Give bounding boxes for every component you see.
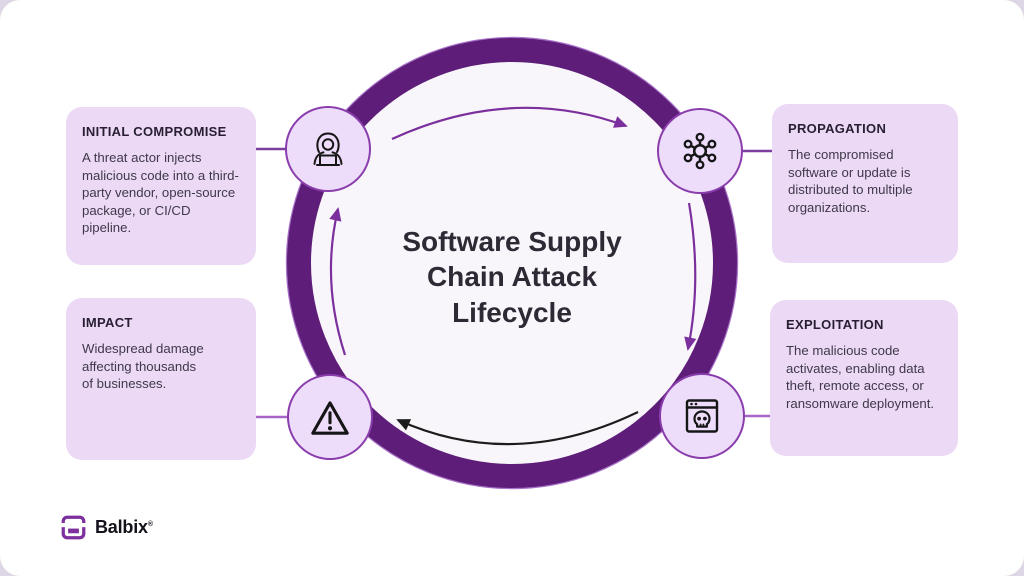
balbix-logo-icon: [60, 515, 87, 540]
arrow-top-clockwise: [391, 106, 628, 141]
stage-icon-circle-impact: [287, 374, 373, 460]
stage-description: The compromised software or update is di…: [788, 147, 913, 215]
stage-label: EXPLOITATION: [786, 317, 884, 332]
stage-card-initial-compromise: INITIAL COMPROMISE A threat actor inject…: [66, 107, 256, 265]
stage-card-impact: IMPACT Widespread damage affecting thous…: [66, 298, 256, 460]
arrow-right-clockwise: [684, 202, 697, 351]
stage-icon-circle-initial-compromise: [285, 106, 371, 192]
hooded-hacker-icon: [313, 132, 343, 166]
arrow-bottom-clockwise: [396, 411, 639, 446]
stage-card-exploitation: EXPLOITATION The malicious code activate…: [770, 300, 958, 456]
warning-triangle-icon: [311, 401, 349, 435]
stage-label: PROPAGATION: [788, 121, 887, 136]
balbix-logo: Balbix®: [60, 514, 153, 541]
stage-icon-circle-exploitation: [659, 373, 745, 459]
balbix-logo-text: Balbix®: [95, 517, 153, 537]
network-hub-icon: [683, 132, 717, 170]
ring-outer-rim: [285, 36, 739, 490]
skull-browser-icon: [685, 399, 719, 433]
lifecycle-ring: [287, 38, 737, 488]
stage-description: A threat actor injects malicious code in…: [82, 150, 239, 236]
registered-trademark: ®: [147, 521, 153, 528]
stage-icon-circle-propagation: [657, 108, 743, 194]
stage-label: INITIAL COMPROMISE: [82, 124, 227, 139]
arrow-left-clockwise: [329, 207, 347, 356]
stage-card-propagation: PROPAGATION The compromised software or …: [772, 104, 958, 263]
stage-description: The malicious code activates, enabling d…: [786, 343, 935, 411]
stage-description: Widespread damage affecting thousands of…: [82, 341, 204, 392]
stage-label: IMPACT: [82, 315, 133, 330]
diagram-title: Software Supply Chain Attack Lifecycle: [402, 226, 622, 328]
